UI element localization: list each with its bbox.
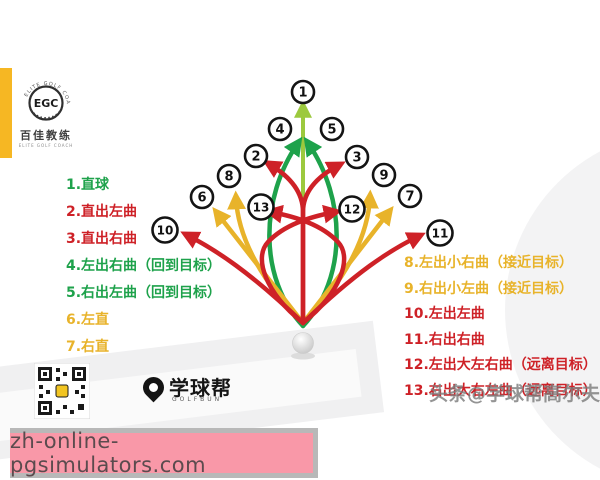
- path-3-straight-then-right: [300, 161, 346, 326]
- svg-text:5: 5: [327, 123, 336, 138]
- flight-number-marker: 8: [216, 163, 242, 189]
- svg-text:EGC: EGC: [34, 97, 59, 110]
- svg-text:3: 3: [352, 151, 361, 166]
- legend-item: 1.直球: [66, 177, 110, 193]
- url-banner: zh-online-pgsimulators.com: [10, 428, 318, 478]
- brand-name: 学球帮: [169, 376, 232, 400]
- svg-text:4: 4: [275, 123, 284, 138]
- ball-shadow: [291, 352, 315, 360]
- legend-item: 12.左出大左右曲（远离目标）: [404, 357, 597, 373]
- legend-left: 1.直球 2.直出左曲 3.直出右曲 4.左出右曲（回到目标） 5.右出左曲（回到目标）…: [66, 172, 221, 361]
- svg-text:6: 6: [197, 191, 206, 206]
- brand-subtext: GOLFBUN: [172, 396, 223, 403]
- flight-number-marker: 10: [151, 216, 179, 244]
- flight-number-marker: 6: [189, 184, 215, 210]
- legend-item: 5.右出左曲（回到目标）: [66, 285, 222, 301]
- flight-number-marker: 4: [267, 116, 293, 142]
- qr-code: [34, 363, 90, 419]
- legend-item: 13.右出大右左曲（远离目标）: [404, 382, 597, 399]
- legend-item: 3.直出右曲: [66, 231, 138, 247]
- flight-number-marker: 9: [371, 162, 397, 188]
- legend-item: 2.直出左曲: [66, 204, 138, 220]
- flight-number-marker: 7: [397, 183, 423, 209]
- flight-number-marker: 13: [247, 193, 275, 221]
- flight-number-marker: 12: [338, 195, 366, 223]
- legend-item: 11.右出右曲: [404, 331, 485, 348]
- yellow-accent-bar: [0, 68, 12, 158]
- flight-number-marker: 11: [426, 219, 454, 247]
- egc-logo: ELITE GOLF COACH EGC 百佳教练 ELITE GOLF COA…: [10, 66, 80, 148]
- path-12-big-left-right-curve: [259, 204, 343, 325]
- flight-number-marker: 5: [319, 116, 345, 142]
- egc-logo-name: 百佳教练: [20, 129, 72, 142]
- watermark-text: 头条@学球帮高尔夫: [429, 383, 600, 405]
- legend-right: 8.左出小右曲（接近目标） 9.右出小左曲（接近目标） 10.左出左曲 11.右出右曲…: [404, 251, 597, 404]
- legend-item: 4.左出右曲（回到目标）: [66, 258, 222, 274]
- path-13-big-right-left-curve: [263, 204, 347, 325]
- legend-item: 7.右直: [66, 339, 110, 355]
- svg-text:13: 13: [253, 201, 270, 215]
- flight-number-marker: 1: [290, 79, 316, 105]
- legend-item: 6.左直: [66, 312, 110, 328]
- svg-text:7: 7: [405, 190, 414, 205]
- svg-text:2: 2: [251, 150, 260, 165]
- egc-logo-tagline: ELITE GOLF COACH: [18, 143, 74, 148]
- flight-number-marker: 2: [243, 143, 269, 169]
- egc-badge-icon: ELITE GOLF COACH EGC: [10, 66, 70, 121]
- legend-item: 8.左出小右曲（接近目标）: [404, 255, 574, 271]
- svg-text:12: 12: [344, 203, 361, 217]
- legend-item: 10.左出左曲: [404, 306, 485, 322]
- svg-text:10: 10: [157, 224, 174, 238]
- svg-text:8: 8: [224, 170, 233, 185]
- legend-item: 9.右出小左曲（接近目标）: [404, 280, 574, 297]
- golf-ball: [292, 332, 314, 354]
- svg-text:9: 9: [379, 169, 388, 184]
- url-banner-text: zh-online-pgsimulators.com: [10, 429, 207, 477]
- svg-text:1: 1: [298, 86, 307, 101]
- flight-number-marker: 3: [344, 144, 370, 170]
- svg-text:11: 11: [432, 227, 449, 241]
